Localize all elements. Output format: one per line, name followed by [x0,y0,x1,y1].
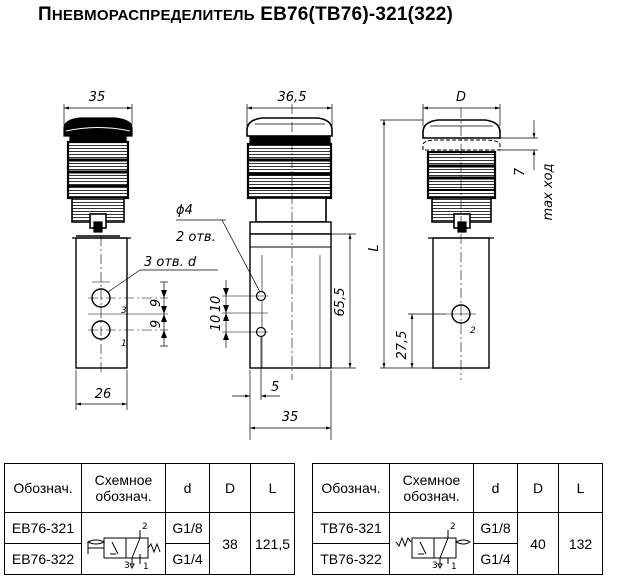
dim-3-holes-d: 3 отв. d [144,255,197,270]
schematic-symbol: 2 3 1 [389,512,474,575]
dim-10-a: 10 [209,296,224,313]
dim-26: 26 [95,387,112,402]
dim-35-top: 35 [89,90,106,105]
dim-max-stroke: max ход [541,163,556,220]
col-d: d [165,463,210,513]
table-row-designation: ЕВ76-322 [4,543,82,575]
col-schematic: Схемное обознач. [81,463,166,513]
dim-2-holes: 2 отв. [176,230,216,245]
dim-L: L [367,244,382,251]
svg-text:1: 1 [451,562,457,570]
col-D: D [517,463,559,513]
dim-10-b: 10 [209,315,224,332]
valve-3-2-pushbutton-spring-icon: 2 3 1 [86,522,160,570]
dim-27-5: 27,5 [395,331,410,360]
dim-36-5: 36,5 [278,90,307,105]
dim-65-5: 65,5 [333,288,348,317]
port-1-label: 1 [121,339,127,349]
table-cell-d: G1/8 [165,512,210,544]
spec-table-eb76: Обознач. Схемное обознач. d D L ЕВ76-321 [4,463,295,575]
table-cell-L: 132 [558,512,603,575]
page-title: ПНЕВМОРАСПРЕДЕЛИТЕЛЬ ЕВ76(ТВ76)-321(322) [38,4,454,25]
svg-text:2: 2 [142,522,148,532]
dim-7: 7 [513,167,528,176]
table-row-designation: ТВ76-322 [312,543,390,575]
col-L: L [250,463,295,513]
svg-text:1: 1 [143,562,149,570]
col-d: d [473,463,518,513]
table-row-designation: ТВ76-321 [312,512,390,544]
dim-D: D [456,90,466,105]
table-cell-d: G1/4 [473,543,518,575]
table-cell-D: 40 [517,512,559,575]
col-D: D [209,463,251,513]
dim-35-bottom: 35 [282,410,299,425]
table-cell-L: 121,5 [250,512,295,575]
dim-9-a: 9 [149,299,164,307]
side-view [176,104,356,440]
table-cell-d: G1/4 [165,543,210,575]
col-L: L [558,463,603,513]
table-cell-D: 38 [209,512,251,575]
col-designation: Обознач. [312,463,390,513]
col-designation: Обознач. [4,463,82,513]
dim-5: 5 [271,380,279,395]
table-cell-d: G1/8 [473,512,518,544]
technical-drawing: 35 3 отв. d 3 1 9 9 26 [63,90,556,440]
dim-9-b: 9 [149,320,164,328]
dim-phi-4: ϕ4 [176,203,193,218]
table-row-designation: ЕВ76-321 [4,512,82,544]
front-view [63,104,218,410]
valve-3-2-pushbutton-spring-icon: 2 3 1 [395,522,471,570]
schematic-symbol: 2 3 1 [81,512,166,575]
spec-table-tb76: Обознач. Схемное обознач. d D L ТВ76-321 [312,463,603,575]
port-3-label: 3 [121,306,127,316]
svg-text:3: 3 [432,561,438,570]
port-2-label: 2 [470,326,476,336]
col-schematic: Схемное обознач. [389,463,474,513]
right-view [380,104,538,380]
svg-text:2: 2 [450,522,456,532]
svg-text:3: 3 [124,561,130,570]
